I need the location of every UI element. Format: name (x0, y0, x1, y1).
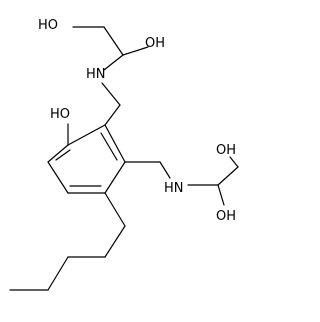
ring-bond-1 (67, 124, 106, 146)
upper-amine-label: HN (86, 67, 106, 82)
upper-side-chain: HN OH HO (38, 18, 165, 126)
upper-ch-oh-bond (122, 46, 149, 56)
pentyl-chain (9, 192, 126, 291)
ring-bond-2 (104, 124, 126, 163)
lower-ch-oh-bond (217, 184, 225, 206)
ring-bond-3 (104, 161, 126, 194)
lower-amine-label: HN (164, 181, 184, 196)
lower-ch2-oh-bond (229, 156, 239, 168)
ring-bond-6 (47, 144, 69, 163)
ring-bond-6-inner (55, 149, 71, 161)
upper-ch2-n-bond (101, 82, 121, 106)
ring-bond-2-inner (100, 132, 118, 161)
upper-chain-oh-left-label: HO (38, 18, 58, 33)
lower-ch2-n-bond (159, 161, 171, 179)
upper-chain-oh-right-label: OH (145, 36, 165, 51)
benzene-ring (47, 124, 126, 194)
lower-chain-oh-bottom-label: OH (216, 209, 236, 224)
upper-ch-ch2-bond (103, 26, 124, 56)
lower-ch-ch2-bond (217, 166, 239, 186)
structural-formula: HO HN OH HO HN OH OH (9, 18, 239, 291)
upper-ch2-bond (104, 104, 121, 126)
pentyl-bond-1 (104, 192, 126, 227)
ring-bond-5 (47, 161, 69, 194)
pentyl-bond-2 (104, 225, 126, 258)
pentyl-bond-4 (47, 256, 69, 291)
lower-chain-oh-top-label: OH (216, 143, 236, 158)
upper-n-ch-bond (103, 54, 124, 71)
lower-side-chain: HN OH OH (124, 143, 239, 224)
phenol-oh-label: HO (50, 107, 70, 122)
